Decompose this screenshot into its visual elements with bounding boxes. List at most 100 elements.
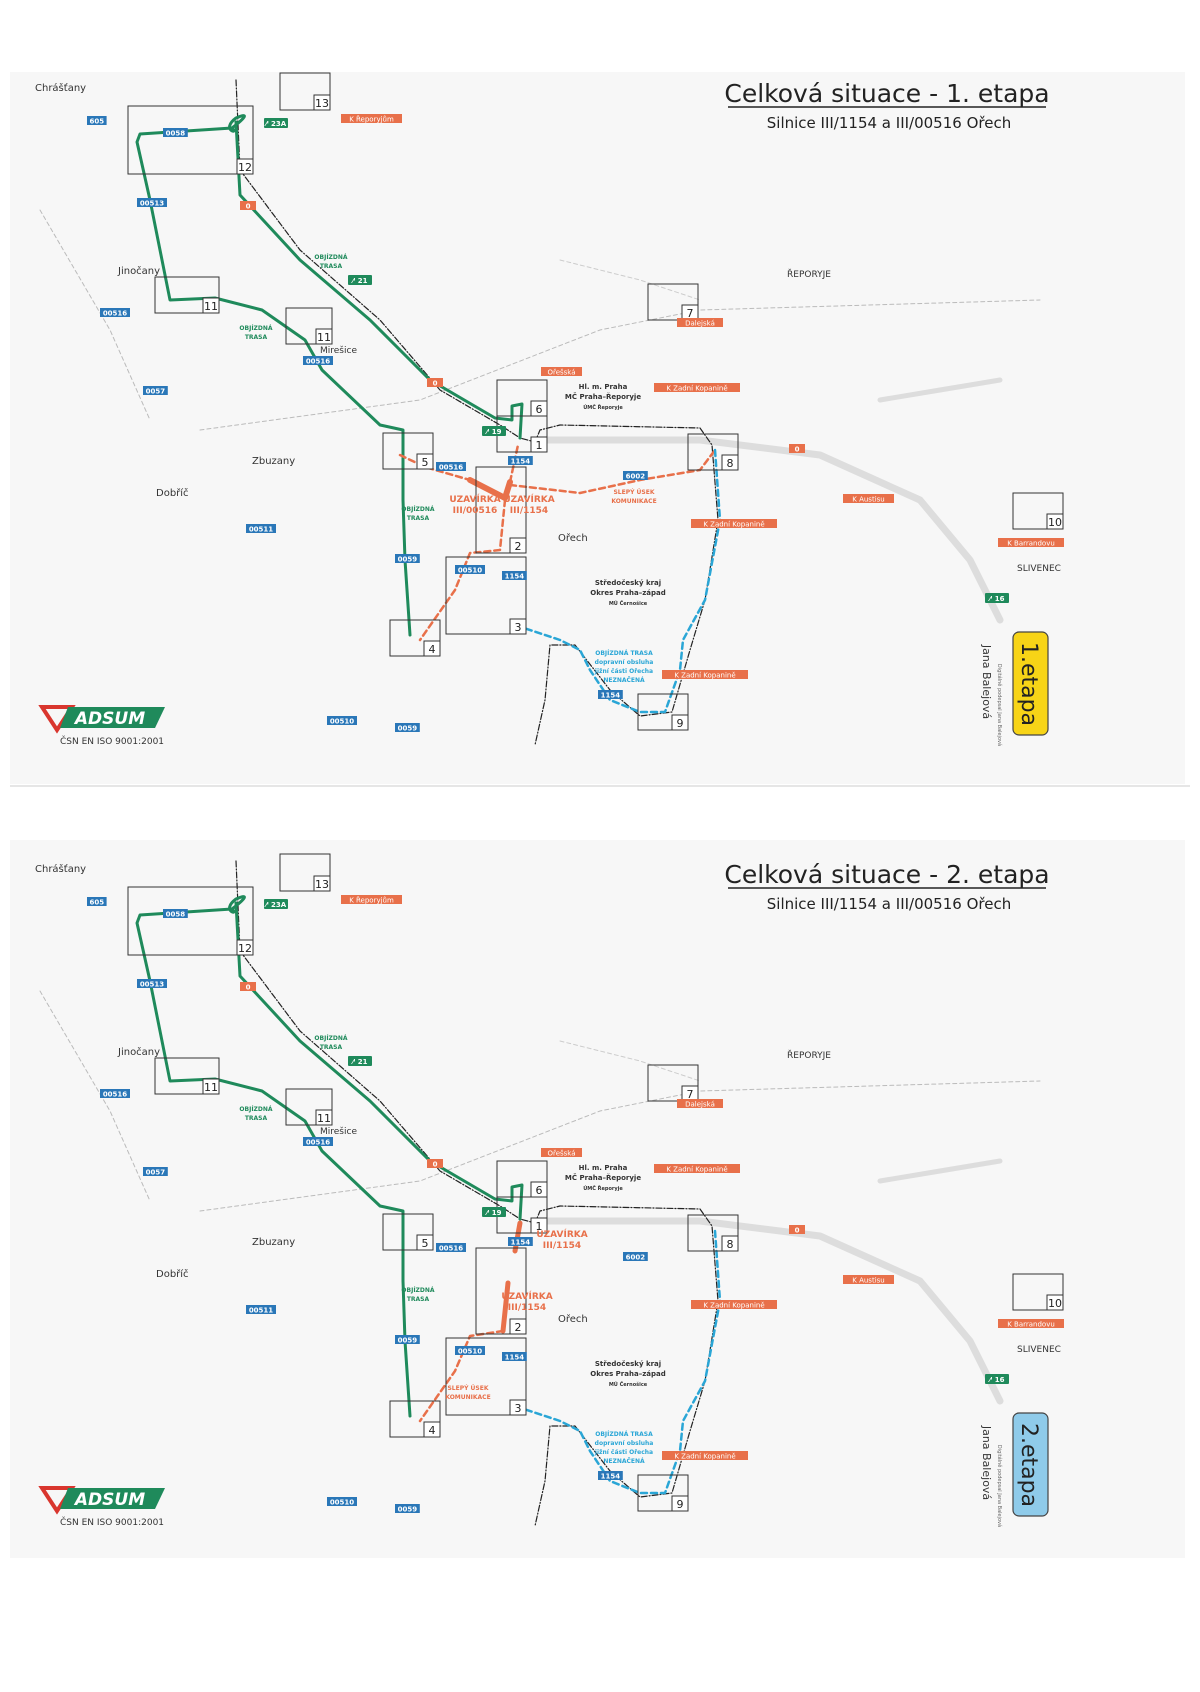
detour-label: TRASA xyxy=(320,1044,343,1051)
gray-road xyxy=(536,436,1004,624)
place-miresice: Mirešice xyxy=(320,345,357,356)
road-0059: 0059 xyxy=(398,725,418,733)
box-number-11: 11 xyxy=(317,1112,331,1125)
exit-21-bg xyxy=(348,1056,372,1066)
road-d0-bg xyxy=(240,982,256,991)
dead-end-label: KOMUNIKACE xyxy=(611,498,656,505)
street-k-austisu-bg xyxy=(843,494,894,503)
road-0059: 0059 xyxy=(398,1506,418,1514)
service-route-label: dopravní obsluha xyxy=(595,1440,654,1447)
logo-cert: ČSN EN ISO 9001:2001 xyxy=(60,735,164,747)
street-oresska: Ořešská xyxy=(547,1150,575,1158)
road-d0-bg xyxy=(240,201,256,210)
detail-box-11 xyxy=(285,1088,333,1126)
box-number-3: 3 xyxy=(515,1402,522,1415)
detail-box-8 xyxy=(687,1214,739,1252)
closure-label: UZAVÍRKA xyxy=(536,1228,587,1240)
street-oresska-bg xyxy=(541,1148,582,1157)
road-605-bg xyxy=(87,897,107,906)
box-number-bg xyxy=(236,158,254,175)
panel-stage-2: 1312111161523478109ChrášťanyJinočanyMire… xyxy=(35,853,1064,1528)
street-k-zadni-kopanine: K Zadní Kopanině xyxy=(703,521,764,529)
detail-box-8 xyxy=(687,433,739,471)
exit-23a: ⁄ᴵ 23A xyxy=(264,120,287,128)
box-number-9: 9 xyxy=(677,1498,684,1511)
road-00511-bg xyxy=(246,524,276,533)
road-1154-bg xyxy=(598,1471,623,1480)
place-chrastany: Chrášťany xyxy=(35,82,86,94)
box-number-bg xyxy=(202,297,220,314)
gray-road xyxy=(199,299,1041,431)
place-slivenec: SLIVENEC xyxy=(1017,1345,1061,1355)
box-number-bg xyxy=(315,328,333,345)
road-d0-bg xyxy=(789,1225,805,1234)
road-6002-bg xyxy=(623,471,648,480)
box-number-11: 11 xyxy=(317,331,331,344)
box-number-11: 11 xyxy=(204,300,218,313)
exit-19: ⁄ᴵ 19 xyxy=(485,1209,502,1217)
box-number-4: 4 xyxy=(429,1424,436,1437)
street-k-zadni-kopanine-bg xyxy=(691,1300,777,1309)
admin-stredocesky: MÚ Černošice xyxy=(609,600,648,607)
detail-box-10 xyxy=(1012,1273,1064,1311)
service-route-label: jižní části Ořecha xyxy=(594,1449,653,1456)
road-1154-bg xyxy=(502,571,527,580)
road-d0: 0 xyxy=(246,984,251,992)
road-6002-bg xyxy=(623,1252,648,1261)
closure-label: III/1154 xyxy=(508,1303,546,1313)
box-number-bg xyxy=(721,454,739,471)
box-number-bg xyxy=(509,1399,527,1416)
road-00510-bg xyxy=(455,1346,485,1355)
map-sheet-2 xyxy=(10,840,1185,1558)
box-number-bg xyxy=(509,1318,527,1335)
panel-stage-1: 1312111161523478109ChrášťanyJinočanyMire… xyxy=(35,72,1064,747)
place-orech: Ořech xyxy=(558,1313,588,1325)
gray-road xyxy=(39,209,151,421)
box-number-12: 12 xyxy=(238,942,252,955)
road-d0-bg xyxy=(789,444,805,453)
closure-label: UZAVÍRKA xyxy=(501,1290,552,1302)
place-zbuzany: Zbuzany xyxy=(252,456,295,467)
street-k-zadni-kopanine-bg xyxy=(691,519,777,528)
road-0059-bg xyxy=(395,554,420,563)
road-00511-bg xyxy=(246,1305,276,1314)
street-dalejska: Dalejská xyxy=(685,1101,715,1109)
street-k-barrandovu: K Barrandovu xyxy=(1007,1321,1055,1329)
detour-label: OBJÍZDNÁ xyxy=(239,1105,272,1113)
place-reporyje: ŘEPORYJE xyxy=(787,1050,831,1061)
road-00516: 00516 xyxy=(439,1245,463,1253)
road-00513-bg xyxy=(137,198,167,207)
road-1154: 1154 xyxy=(601,1473,621,1481)
road-0058-bg xyxy=(163,909,188,918)
road-0057: 0057 xyxy=(146,1169,166,1177)
admin-stredocesky: MÚ Černošice xyxy=(609,1381,648,1388)
road-1154: 1154 xyxy=(601,692,621,700)
box-number-8: 8 xyxy=(727,1238,734,1251)
road-605: 605 xyxy=(89,899,104,907)
box-number-bg xyxy=(530,436,548,453)
detail-box-5 xyxy=(382,1213,434,1251)
gray-road xyxy=(199,1080,1041,1212)
road-d0: 0 xyxy=(795,1227,800,1235)
exit-16-bg xyxy=(985,1374,1009,1384)
road-00510: 00510 xyxy=(458,1348,482,1356)
road-d0-bg xyxy=(427,378,443,387)
district-border xyxy=(235,860,719,1527)
service-route-label: jižní části Ořecha xyxy=(594,668,653,675)
detour-route-d0 xyxy=(234,901,524,1221)
road-00516: 00516 xyxy=(439,464,463,472)
detail-box-10 xyxy=(1012,492,1064,530)
detail-box-2 xyxy=(475,466,527,554)
road-1154: 1154 xyxy=(511,458,531,466)
road-1154-bg xyxy=(598,690,623,699)
box-number-10: 10 xyxy=(1048,516,1062,529)
place-reporyje: ŘEPORYJE xyxy=(787,269,831,280)
box-number-bg xyxy=(1046,1294,1064,1311)
road-00511: 00511 xyxy=(249,526,273,534)
detour-label: TRASA xyxy=(245,334,268,341)
road-00516-bg xyxy=(436,1243,466,1252)
street-oresska: Ořešská xyxy=(547,369,575,377)
road-00510: 00510 xyxy=(458,567,482,575)
street-dalejska: Dalejská xyxy=(685,320,715,328)
detail-box-7 xyxy=(647,283,699,321)
